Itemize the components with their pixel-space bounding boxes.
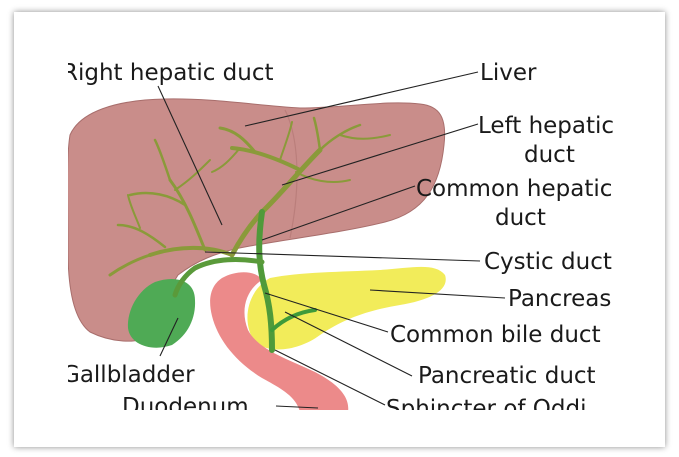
label-sphincter-of-oddi: Sphincter of Oddi [386,396,587,410]
label-common-hepatic-duct-line2: duct [495,205,546,231]
label-cystic-duct: Cystic duct [484,249,612,275]
label-common-hepatic-duct-line1: Common hepatic [416,176,612,202]
label-left-hepatic-duct-line2: duct [524,142,575,168]
label-duodenum: Duodenum [122,394,249,410]
label-pancreas: Pancreas [508,286,611,312]
biliary-diagram: Right hepatic duct Liver Left hepatic du… [68,62,640,410]
label-liver: Liver [480,62,537,86]
label-right-hepatic-duct: Right hepatic duct [68,62,274,86]
label-common-bile-duct: Common bile duct [390,322,601,348]
label-pancreatic-duct: Pancreatic duct [418,363,596,389]
diagram-area: Right hepatic duct Liver Left hepatic du… [68,62,640,410]
label-gallbladder: Gallbladder [68,362,195,388]
label-left-hepatic-duct-line1: Left hepatic [478,113,614,139]
